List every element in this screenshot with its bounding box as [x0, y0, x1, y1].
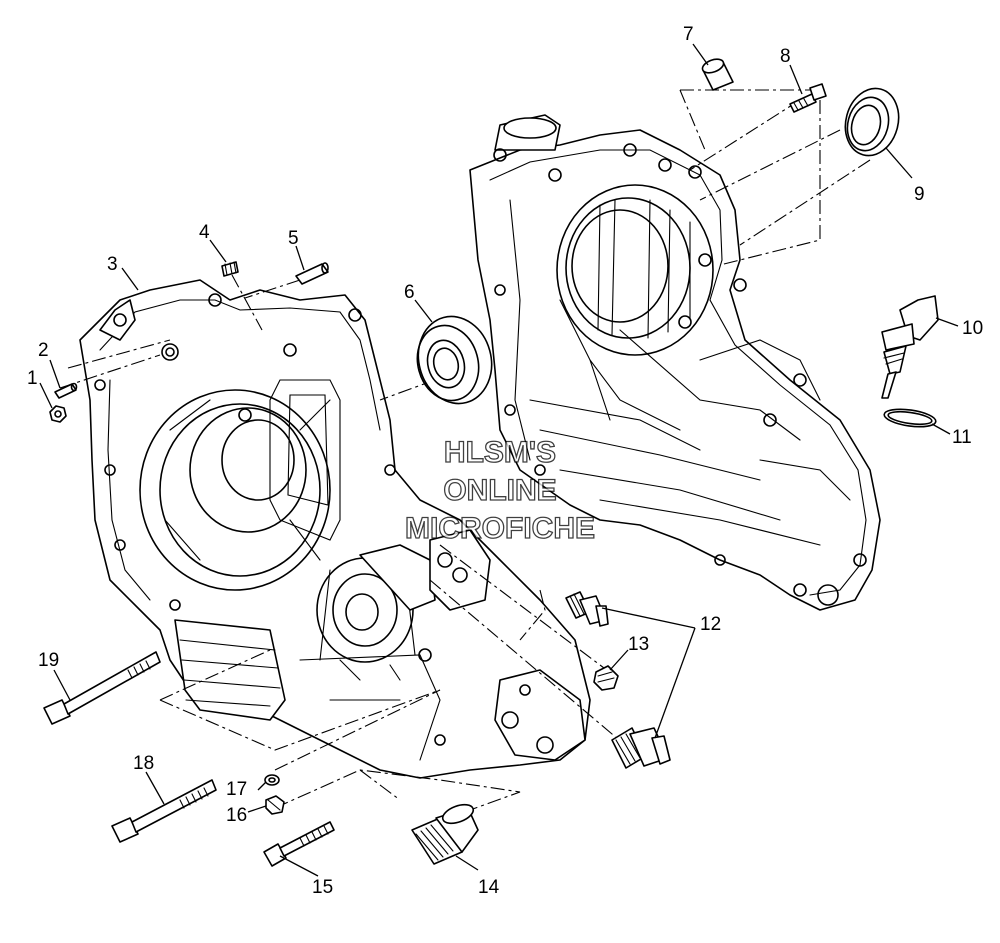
part-11-o-ring [883, 408, 937, 428]
callout-2: 2 [38, 340, 49, 361]
part-14-large-fitting [411, 803, 479, 865]
watermark: HLSM'S ONLINE MICROFICHE [404, 435, 595, 545]
part-12-fitting-lower [611, 727, 671, 769]
callout-7: 7 [683, 24, 694, 45]
part-9-oil-seal [844, 87, 900, 157]
callout-1: 1 [27, 368, 38, 389]
part-6-bearing [416, 315, 493, 405]
part-19-bolt [43, 651, 161, 725]
callout-9: 9 [914, 184, 925, 205]
part-13-plug [593, 665, 619, 691]
left-crankcase-half [79, 279, 591, 779]
part-4-set-screw [221, 261, 239, 277]
callout-4: 4 [199, 222, 210, 243]
callout-19: 19 [38, 650, 59, 671]
callout-18: 18 [133, 753, 154, 774]
callout-12: 12 [700, 614, 721, 635]
callout-10: 10 [962, 318, 983, 339]
right-crankcase-half [469, 114, 881, 611]
part-15-bolt [263, 821, 335, 867]
callout-leaders [39, 43, 959, 877]
part-18-bolt [111, 779, 217, 843]
watermark-line-2: ONLINE [443, 474, 556, 507]
watermark-line-3: MICROFICHE [405, 512, 595, 545]
watermark-line-1: HLSM'S [444, 436, 556, 469]
callout-3: 3 [107, 254, 118, 275]
callout-13: 13 [628, 634, 649, 655]
callout-6: 6 [404, 282, 415, 303]
part-16-nut [265, 795, 285, 815]
callout-5: 5 [288, 228, 299, 249]
callout-8: 8 [780, 46, 791, 67]
part-1-nut [49, 405, 67, 423]
callout-16: 16 [226, 805, 247, 826]
callout-15: 15 [312, 877, 333, 898]
callout-11: 11 [952, 427, 972, 448]
part-5-dowel [295, 262, 329, 285]
part-12-fitting-upper [565, 591, 609, 627]
part-2-dowel-pin [54, 382, 78, 399]
callout-17: 17 [226, 779, 247, 800]
part-10-dipstick [881, 295, 939, 399]
part-8-bolt [789, 83, 827, 113]
part-17-washer [264, 774, 280, 786]
callout-numbers: 1 2 3 4 5 6 7 8 9 10 11 12 13 14 15 16 1… [27, 24, 983, 898]
alignment-lines [59, 89, 871, 811]
part-7-dowel [701, 58, 734, 91]
callout-14: 14 [478, 877, 500, 898]
